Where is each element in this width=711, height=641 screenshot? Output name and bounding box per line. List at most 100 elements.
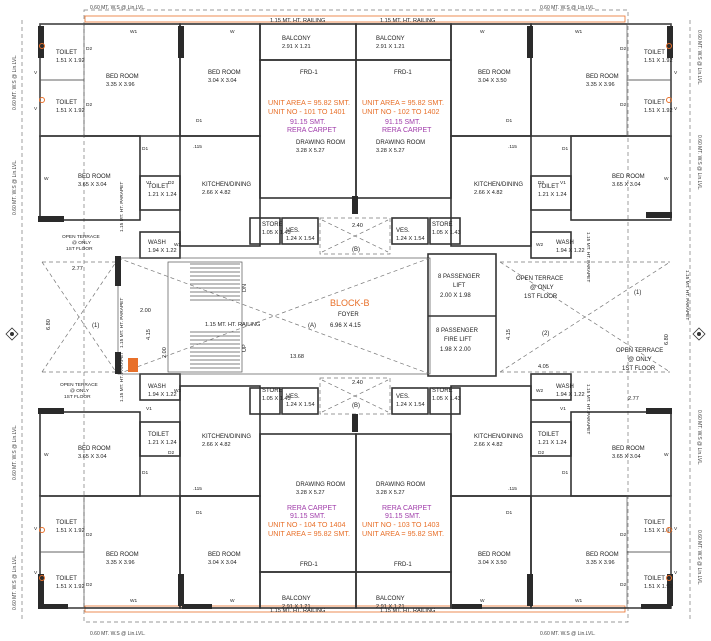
open-terrace-right-2: OPEN TERRACE @ ONLY 1ST FLOOR (616, 348, 663, 372)
door-tag-42: W (664, 452, 669, 458)
svg-text:.115: .115 (508, 144, 517, 150)
room-name-bl-1: TOILET (56, 576, 77, 582)
svg-text:@ ONLY: @ ONLY (70, 388, 90, 394)
room-dim-bl-11: 1.94 X 1.22 (148, 392, 177, 398)
svg-text:13.68: 13.68 (290, 354, 304, 360)
svg-text:91.15 SMT.: 91.15 SMT. (385, 119, 420, 126)
svg-text:2.00: 2.00 (162, 347, 168, 358)
svg-text:(A): (A) (308, 323, 316, 329)
svg-text:8 PASSENGER: 8 PASSENGER (438, 274, 481, 280)
svg-text:1.98 X 2.00: 1.98 X 2.00 (440, 347, 471, 353)
door-tag-31: D2 (168, 450, 174, 456)
open-terrace-left-bottom: OPEN TERRACE @ ONLY 1ST FLOOR (60, 382, 98, 400)
room-name-tl-9: STORE (262, 222, 283, 228)
door-tag-10: V (34, 70, 38, 76)
svg-text:4.15: 4.15 (506, 329, 512, 340)
svg-text:91.15 SMT.: 91.15 SMT. (290, 119, 325, 126)
door-tag-37: D2 (620, 582, 626, 588)
room-dim-tr-2: 3.35 X 3.96 (586, 82, 615, 88)
room-name-bl-2: BED ROOM (106, 552, 139, 558)
unit-bottom-right-walls (355, 373, 672, 609)
ws-label-left-2: 0.60 MT. W.S @ Lin.LVL. (12, 159, 18, 215)
svg-text:(1): (1) (92, 323, 99, 329)
room-name-br-9: STORE (432, 388, 453, 394)
door-tag-9: W2 (174, 242, 182, 248)
svg-text:RERA CARPET: RERA CARPET (287, 505, 337, 512)
room-dim-bl-4: 2.91 X 1.21 (282, 604, 311, 610)
door-tag-40: W (480, 598, 485, 604)
room-name-tl-5: DRAWING ROOM (296, 140, 345, 146)
railing-top (84, 15, 626, 23)
ws-label-right-2: 0.60 MT. W.S @ Lin.LVL. (696, 135, 702, 191)
svg-text:1ST FLOOR: 1ST FLOOR (64, 394, 91, 400)
door-tag-13: D2 (620, 102, 626, 108)
foyer-diagonals (41, 219, 671, 413)
room-name-tl-10: VES. (286, 228, 300, 234)
svg-text:4.05: 4.05 (538, 364, 549, 370)
railing-top-label-left: 1.15 MT. HT. RAILING (270, 18, 325, 24)
room-dim-tl-1: 1.51 X 1.92 (56, 108, 85, 114)
svg-text:2.77: 2.77 (72, 266, 83, 272)
door-tag-2: D1 (196, 118, 202, 124)
ws-label-left-4: 0.60 MT. W.S @ Lin.LVL. (12, 554, 18, 610)
door-tag-36: D2 (620, 532, 626, 538)
frd-br: FRD-1 (394, 562, 412, 568)
open-terrace-left: OPEN TERRACE @ ONLY 1ST FLOOR (62, 234, 100, 252)
door-tag-28: W (230, 598, 235, 604)
door-tag-44: V1 (560, 406, 566, 412)
svg-text:1.15 MT. HT. PARAPET: 1.15 MT. HT. PARAPET (119, 182, 125, 232)
svg-text:1.15 MT. HT. PARAPET: 1.15 MT. HT. PARAPET (119, 298, 125, 348)
door-tag-45: W2 (536, 388, 544, 394)
svg-text:6.80: 6.80 (664, 334, 670, 345)
svg-text:2.00: 2.00 (140, 308, 151, 314)
door-tag-19: D2 (538, 180, 544, 186)
room-dim-bl-6: 3.65 X 3.04 (78, 454, 107, 460)
room-dim-bl-7: 1.21 X 1.24 (148, 440, 177, 446)
door-tag-17: D1 (562, 146, 568, 152)
svg-text:UNIT AREA = 95.82 SMT.: UNIT AREA = 95.82 SMT. (362, 98, 444, 107)
room-dim-tr-4: 2.91 X 1.21 (376, 44, 405, 50)
room-name-tl-11: WASH (148, 240, 166, 246)
door-tag-47: V (674, 570, 678, 576)
unit-info-bottom-right: RERA CARPET 91.15 SMT. UNIT NO - 103 TO … (362, 505, 444, 538)
room-name-br-4: BALCONY (376, 596, 405, 602)
unit-top-right-walls (355, 23, 672, 259)
room-name-bl-0: TOILET (56, 520, 77, 526)
room-name-br-10: VES. (396, 394, 410, 400)
room-dim-bl-5: 3.28 X 5.27 (296, 490, 325, 496)
frd-bl: FRD-1 (300, 562, 318, 568)
room-name-tl-6: BED ROOM (78, 174, 111, 180)
door-tag-33: W2 (174, 388, 182, 394)
room-name-bl-6: BED ROOM (78, 446, 111, 452)
frd-tl: FRD-1 (300, 70, 318, 76)
outer-boundary (83, 9, 629, 623)
room-name-br-11: WASH (556, 384, 574, 390)
railing-bottom (84, 605, 626, 613)
svg-text:1.15 MT. HT. RAILING: 1.15 MT. HT. RAILING (205, 322, 260, 328)
room-dim-br-7: 1.21 X 1.24 (538, 440, 567, 446)
ws-label-bottom-left: 0.60 MT. W.S @ Lin.LVL. (90, 631, 146, 637)
svg-text:1ST FLOOR: 1ST FLOOR (622, 366, 656, 372)
door-tag-24: D2 (86, 532, 92, 538)
room-dim-tr-8: 2.66 X 4.82 (474, 190, 503, 196)
door-tag-0: D2 (86, 46, 92, 52)
door-tag-4: W (230, 29, 235, 35)
room-dim-tl-0: 1.51 X 1.92 (56, 58, 85, 64)
svg-text:OPEN TERRACE: OPEN TERRACE (62, 234, 100, 240)
door-tag-14: D1 (506, 118, 512, 124)
ws-label-right-4: 0.60 MT. W.S @ Lin.LVL. (696, 530, 702, 586)
core-labels: BLOCK-B FOYER 6.96 X 4.15 (A) 8 PASSENGE… (46, 144, 690, 492)
room-dim-tr-9: 1.05 X 1.43 (432, 230, 461, 236)
svg-text:1ST FLOOR: 1ST FLOOR (524, 294, 558, 300)
room-name-br-1: TOILET (644, 576, 665, 582)
room-dim-tl-10: 1.24 X 1.54 (286, 236, 315, 242)
room-name-bl-5: DRAWING ROOM (296, 482, 345, 488)
svg-text:OPEN TERRACE: OPEN TERRACE (516, 276, 563, 282)
svg-text:FIRE LIFT: FIRE LIFT (444, 337, 472, 343)
door-tag-7: D2 (168, 180, 174, 186)
svg-text:(B): (B) (352, 247, 360, 253)
room-dim-tl-2: 3.35 X 3.96 (106, 82, 135, 88)
svg-text:1.15 MT. HT. PARAPET: 1.15 MT. HT. PARAPET (585, 384, 591, 434)
